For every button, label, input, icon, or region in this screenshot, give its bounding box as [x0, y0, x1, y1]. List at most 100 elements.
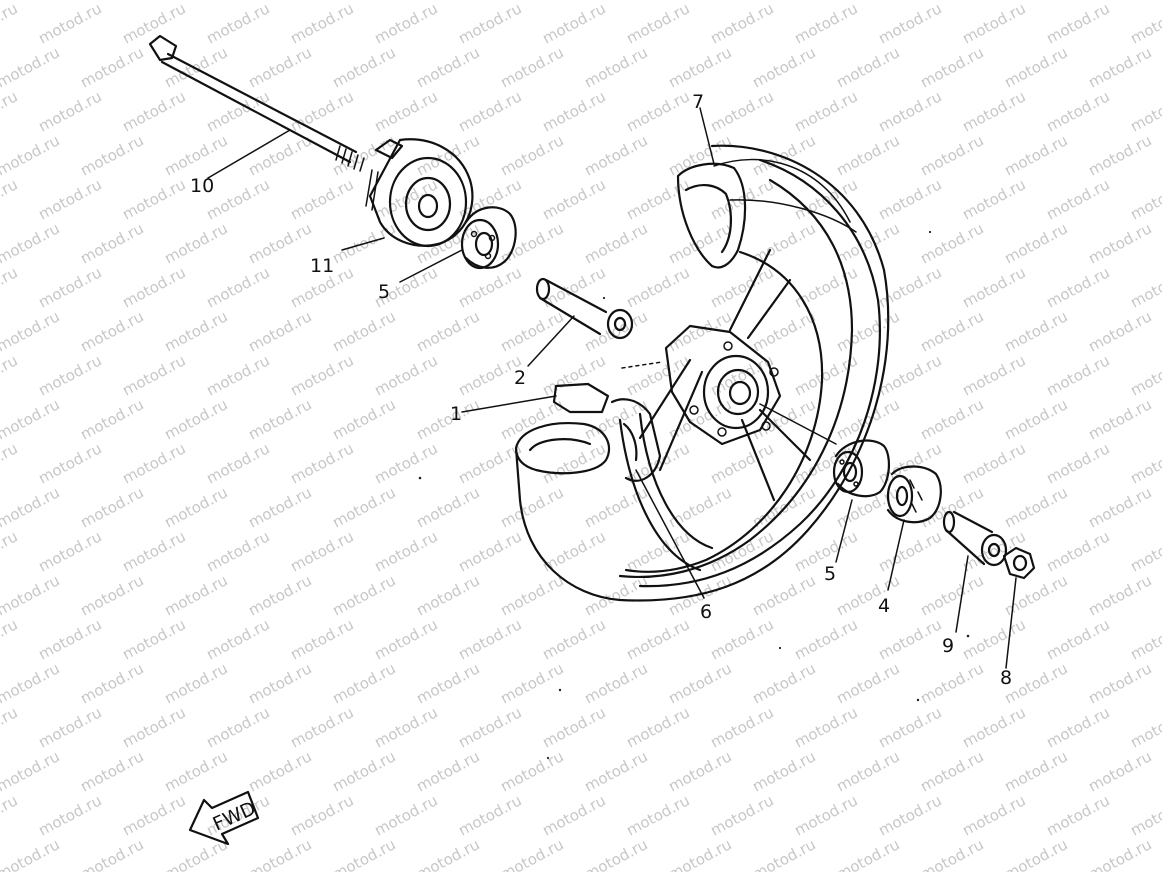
watermark-text: motod.ru — [959, 615, 1028, 663]
watermark-text: motod.ru — [749, 659, 818, 707]
watermark-text: motod.ru — [623, 351, 692, 399]
watermark-text: motod.ru — [287, 87, 356, 135]
callout-7: 7 — [692, 91, 704, 113]
watermark-text: motod.ru — [1001, 747, 1070, 795]
watermark-text: motod.ru — [539, 87, 608, 135]
watermark-text: motod.ru — [371, 703, 440, 751]
watermark-text: motod.ru — [35, 703, 104, 751]
watermark-text: motod.ru — [1085, 571, 1154, 619]
watermark-text: motod.ru — [413, 747, 482, 795]
watermark-text: motod.ru — [539, 703, 608, 751]
callout-11: 11 — [310, 255, 334, 277]
fwd-arrow: FWD — [188, 790, 260, 846]
watermark-text: motod.ru — [161, 659, 230, 707]
watermark-text: motod.ru — [581, 659, 650, 707]
watermark-text: motod.ru — [1085, 395, 1154, 443]
watermark-text: motod.ru — [1001, 131, 1070, 179]
watermark-text: motod.ru — [959, 351, 1028, 399]
watermark-text: motod.ru — [749, 43, 818, 91]
watermark-text: motod.ru — [833, 747, 902, 795]
watermark-text: motod.ru — [371, 351, 440, 399]
watermark-text: motod.ru — [413, 659, 482, 707]
watermark-text: motod.ru — [371, 615, 440, 663]
watermark-text: motod.ru — [917, 395, 986, 443]
watermark-text: motod.ru — [581, 219, 650, 267]
watermark-text: motod.ru — [245, 219, 314, 267]
bearing-right — [832, 439, 890, 498]
watermark-text: motod.ru — [539, 615, 608, 663]
watermark-text: motod.ru — [959, 439, 1028, 487]
watermark-text: motod.ru — [119, 87, 188, 135]
watermark-text: motod.ru — [497, 571, 566, 619]
watermark-text: motod.ru — [119, 791, 188, 839]
watermark-text: motod.ru — [497, 219, 566, 267]
watermark-text: motod.ru — [917, 659, 986, 707]
watermark-text: motod.ru — [539, 0, 608, 48]
watermark-text: motod.ru — [1043, 439, 1112, 487]
watermark-text: motod.ru — [371, 87, 440, 135]
watermark-text: motod.ru — [455, 791, 524, 839]
watermark-text: motod.ru — [1127, 0, 1162, 48]
watermark-text: motod.ru — [1043, 263, 1112, 311]
watermark-text: motod.ru — [1001, 219, 1070, 267]
watermark-text: motod.ru — [287, 439, 356, 487]
watermark-text: motod.ru — [203, 615, 272, 663]
callout-4: 4 — [878, 595, 890, 617]
watermark-text: motod.ru — [917, 835, 986, 872]
watermark-text: motod.ru — [161, 571, 230, 619]
watermark-text: motod.ru — [707, 0, 776, 48]
watermark-text: motod.ru — [749, 131, 818, 179]
watermark-text: motod.ru — [0, 219, 63, 267]
watermark-text: motod.ru — [0, 131, 63, 179]
watermark-text: motod.ru — [539, 175, 608, 223]
watermark-text: motod.ru — [0, 351, 21, 399]
watermark-text: motod.ru — [623, 175, 692, 223]
callout-5b: 5 — [824, 563, 836, 585]
watermark-text: motod.ru — [959, 263, 1028, 311]
watermark-text: motod.ru — [245, 43, 314, 91]
watermark-text: motod.ru — [1085, 483, 1154, 531]
leader-lines — [207, 107, 1017, 669]
collar-tube — [942, 510, 1008, 567]
wheel-assembly — [514, 144, 890, 602]
watermark-text: motod.ru — [287, 703, 356, 751]
watermark-text: motod.ru — [791, 703, 860, 751]
watermark-text: motod.ru — [623, 263, 692, 311]
watermark-text: motod.ru — [0, 307, 63, 355]
watermark-text: motod.ru — [287, 527, 356, 575]
watermark-text: motod.ru — [0, 659, 63, 707]
watermark-text: motod.ru — [287, 175, 356, 223]
watermark-text: motod.ru — [245, 747, 314, 795]
watermark-text: motod.ru — [1001, 835, 1070, 872]
watermark-text: motod.ru — [203, 0, 272, 48]
watermark-text: motod.ru — [371, 0, 440, 48]
watermark-text: motod.ru — [623, 615, 692, 663]
callout-8: 8 — [1000, 667, 1012, 689]
watermark-text: motod.ru — [917, 43, 986, 91]
watermark-text: motod.ru — [245, 571, 314, 619]
watermark-text: motod.ru — [1127, 175, 1162, 223]
watermark-text: motod.ru — [497, 483, 566, 531]
spacer-tube — [535, 277, 634, 340]
watermark-text: motod.ru — [77, 483, 146, 531]
watermark-text: motod.ru — [1127, 439, 1162, 487]
watermark-text: motod.ru — [371, 791, 440, 839]
oil-seal — [886, 465, 942, 524]
watermark-text: motod.ru — [329, 747, 398, 795]
watermark-text: motod.ru — [0, 439, 21, 487]
watermark-text: motod.ru — [917, 747, 986, 795]
watermark-text: motod.ru — [287, 791, 356, 839]
watermark-text: motod.ru — [1001, 395, 1070, 443]
watermark-text: motod.ru — [203, 703, 272, 751]
watermark-text: motod.ru — [413, 835, 482, 872]
watermark-text: motod.ru — [959, 175, 1028, 223]
watermark-text: motod.ru — [413, 571, 482, 619]
watermark-text: motod.ru — [455, 0, 524, 48]
watermark-text: motod.ru — [413, 395, 482, 443]
watermark-text: motod.ru — [0, 175, 21, 223]
watermark-text: motod.ru — [791, 0, 860, 48]
watermark-text: motod.ru — [413, 307, 482, 355]
watermark-text: motod.ru — [0, 527, 21, 575]
